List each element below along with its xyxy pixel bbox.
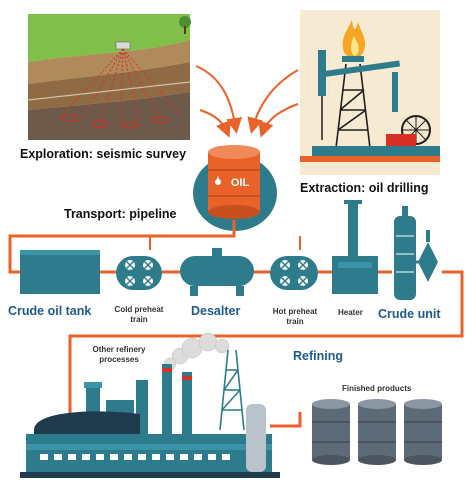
label-extraction: Extraction: oil drilling [300, 181, 429, 195]
crude-oil-tank [20, 250, 100, 294]
label-hot-preheat-train: Hot preheat train [272, 307, 318, 326]
label-crude-oil-tank: Crude oil tank [8, 304, 92, 318]
label-cold-preheat-train: Cold preheat train [114, 305, 164, 324]
label-exploration: Exploration: seismic survey [20, 147, 187, 161]
label-finished-products: Finished products [342, 384, 412, 393]
cold-preheat-train-icon [116, 256, 162, 290]
label-desalter: Desalter [191, 304, 241, 318]
label-heater: Heater [338, 308, 363, 317]
label-transport: Transport: pipeline [64, 207, 177, 221]
oil-drilling-illustration [300, 10, 440, 175]
oil-barrel-icon: OIL [193, 145, 277, 231]
heater-unit [332, 200, 378, 294]
hot-preheat-train-icon [270, 256, 318, 290]
barrel-icon [312, 399, 350, 465]
seismic-survey-illustration [27, 14, 191, 140]
desalter-vessel [180, 248, 254, 296]
flow-arrows-to-barrel [195, 65, 299, 138]
barrel-label: OIL [231, 177, 250, 189]
refinery-complex-illustration [20, 332, 280, 478]
finished-products-barrels [312, 399, 442, 465]
label-refining: Refining [293, 349, 343, 363]
label-crude-unit: Crude unit [378, 307, 441, 321]
barrel-icon [404, 399, 442, 465]
main-pipeline [8, 220, 464, 428]
label-other-refinery-processes: Other refinery processes [92, 345, 146, 364]
barrel-icon [358, 399, 396, 465]
crude-distillation-column [394, 206, 438, 300]
